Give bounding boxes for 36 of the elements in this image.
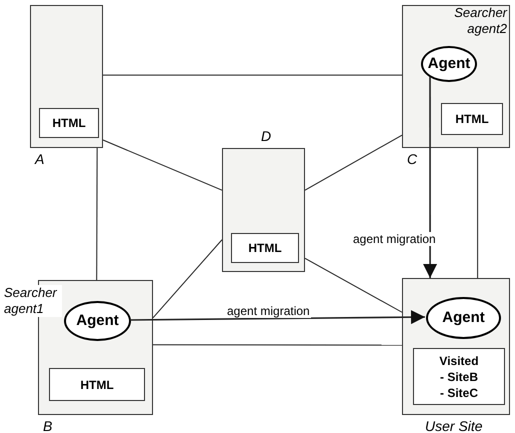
site-label: B (43, 418, 52, 433)
arrow (423, 76, 438, 278)
connector-line (304, 258, 402, 313)
connector-line (304, 134, 402, 191)
agent-label: Agent (442, 308, 485, 328)
site-label: A (35, 151, 44, 167)
list-line: - SiteB (440, 368, 478, 384)
connector-line (102, 74, 402, 76)
agent-ellipse (64, 301, 131, 341)
connector-line (102, 140, 222, 191)
html-page-box (39, 108, 99, 138)
connector-line (96, 148, 98, 280)
site-label: C (407, 151, 418, 167)
connector-line (477, 148, 478, 278)
html-page-box (49, 368, 145, 401)
agent-caption: Searcher agent1 (4, 285, 62, 317)
html-page-box (441, 103, 503, 135)
connector-line (152, 344, 402, 346)
site-label: User Site (425, 418, 483, 433)
agent-label: Agent (76, 310, 119, 331)
agent-label: Agent (428, 54, 470, 74)
edge-label: agent migration (226, 304, 311, 318)
html-page-box (231, 233, 299, 263)
page-label: HTML (80, 376, 114, 394)
agent-caption: Searcher agent2 (453, 5, 507, 37)
edge-label: agent migration (352, 232, 437, 246)
connector-line (152, 239, 222, 318)
agent-ellipse (421, 46, 477, 82)
page-label: HTML (248, 240, 282, 257)
list-line: - SiteC (440, 384, 478, 400)
site-label: D (261, 128, 272, 144)
page-label: HTML (52, 115, 86, 132)
list-line: Visited (439, 352, 479, 368)
page-label: HTML (455, 111, 489, 128)
arrow (130, 310, 425, 324)
visited-list-box (413, 348, 505, 405)
